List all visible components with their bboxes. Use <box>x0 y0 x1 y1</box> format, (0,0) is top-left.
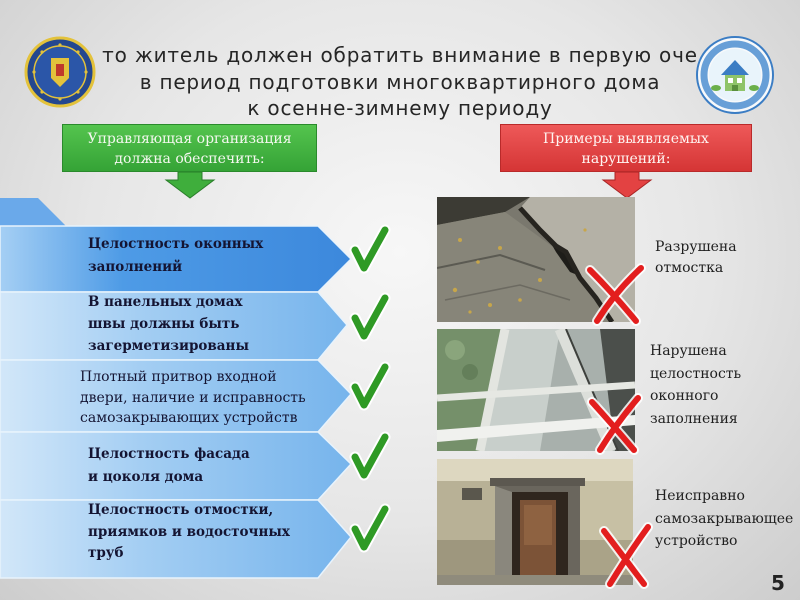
violations-header: Примеры выявляемых нарушений: <box>500 124 752 172</box>
violation-caption-line: оконного <box>650 388 719 404</box>
requirement-line: Целостность фасада <box>88 446 250 462</box>
page-number: 5 <box>771 571 785 595</box>
check-icon <box>349 361 391 411</box>
requirement-line: и цоколя дома <box>88 469 204 485</box>
cross-icon <box>599 522 653 589</box>
violation-caption-line: самозакрывающее <box>655 510 794 527</box>
violation-caption-line: устройство <box>655 533 738 549</box>
requirement-line: загерметизированы <box>88 338 249 354</box>
requirement-line: швы должны быть <box>88 316 240 332</box>
check-icon <box>349 292 391 342</box>
stripe-4 <box>0 431 353 501</box>
stripe-notch <box>0 198 66 226</box>
photo-2 <box>437 329 635 451</box>
organization-header: Управляющая организация должна обеспечит… <box>62 124 317 172</box>
violation-caption: Разрушена отмостка <box>655 237 737 279</box>
cross-icon <box>587 393 643 455</box>
requirement-line: Целостность оконных <box>88 236 264 252</box>
requirement-line: Плотный притвор входной <box>80 369 277 385</box>
photo-3 <box>437 459 633 585</box>
requirement-line: двери, наличие и исправность <box>80 389 306 406</box>
violation-caption-line: Разрушена <box>655 239 737 255</box>
requirement-line: В панельных домах <box>88 294 243 310</box>
requirement-line: заполнений <box>88 259 183 275</box>
photo-1 <box>437 197 635 322</box>
violations-header-line: Примеры выявляемых <box>543 131 709 147</box>
violation-caption-line: целостность <box>650 365 742 382</box>
housing-emblem-icon <box>696 36 774 114</box>
check-icon <box>349 431 391 481</box>
slide-title-line-1: то житель должен обратить внимание в пер… <box>102 43 698 67</box>
requirement-stripes <box>0 198 353 579</box>
requirement-item: Плотный притвор входной двери, наличие и… <box>80 367 306 429</box>
requirement-line: приямков и водосточных <box>88 523 290 540</box>
slide-title-line-3: к осенне-зимнему периоду <box>247 96 553 120</box>
green-arrow-down-icon <box>164 171 216 199</box>
requirement-item: Целостность отмостки, приямков и водосто… <box>88 500 290 565</box>
requirement-line: труб <box>88 545 124 561</box>
violation-caption-line: Неисправно <box>655 488 745 504</box>
requirement-item: В панельных домах швы должны быть загерм… <box>88 291 249 357</box>
requirement-line: Целостность отмостки, <box>88 502 274 518</box>
violation-caption-line: Нарушена <box>650 343 727 359</box>
violation-caption: Неисправно самозакрывающее устройство <box>655 485 793 553</box>
violation-caption-line: отмостка <box>655 260 724 276</box>
stripe-3 <box>0 359 353 433</box>
requirement-item: Целостность фасада и цоколя дома <box>88 443 250 489</box>
check-icon <box>349 503 391 553</box>
violation-caption-line: заполнения <box>650 410 738 427</box>
stripe-2 <box>0 291 348 361</box>
organization-header-line: должна обеспечить: <box>114 151 265 167</box>
stripe-1 <box>0 225 353 293</box>
cross-icon <box>585 263 646 326</box>
organization-header-line: Управляющая организация <box>87 131 292 147</box>
stripe-5 <box>0 499 352 579</box>
violations-header-line: нарушений: <box>581 151 671 167</box>
slide-title-line-2: в период подготовки многоквартирного дом… <box>139 70 661 94</box>
requirement-item: Целостность оконных заполнений <box>88 233 263 279</box>
violation-caption: Нарушена целостность оконного заполнения <box>650 340 741 430</box>
requirement-line: самозакрывающих устройств <box>80 410 298 426</box>
municipal-emblem-icon <box>24 36 96 108</box>
check-icon <box>349 224 391 274</box>
red-arrow-down-icon <box>601 171 653 199</box>
